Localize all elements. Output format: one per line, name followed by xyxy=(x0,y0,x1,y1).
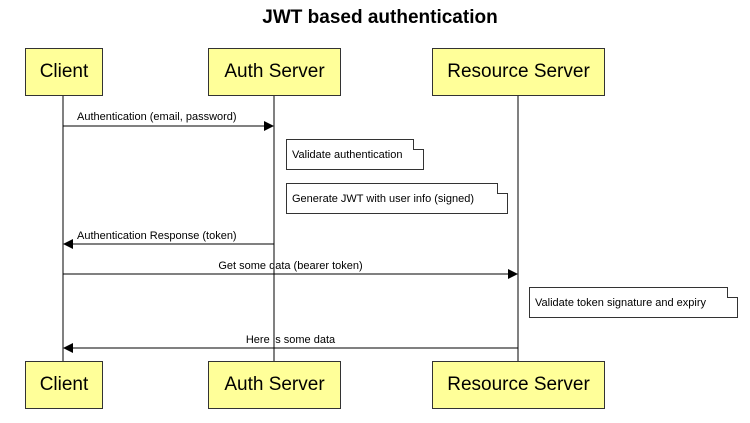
message-label-auth-response: Authentication Response (token) xyxy=(77,230,237,242)
participant-client-top: Client xyxy=(25,48,103,96)
participant-auth-server-bottom: Auth Server xyxy=(208,361,341,409)
participant-resource-server-bottom: Resource Server xyxy=(432,361,605,409)
message-label-data-response: Here is some data xyxy=(245,334,336,346)
note-validate-token: Validate token signature and expiry xyxy=(529,287,738,318)
participant-label: Auth Server xyxy=(224,61,325,82)
participant-label: Client xyxy=(39,61,89,82)
message-label-get-data: Get some data (bearer token) xyxy=(218,260,363,272)
note-text: Validate authentication xyxy=(292,148,403,161)
note-generate-jwt: Generate JWT with user info (signed) xyxy=(286,183,508,214)
note-text: Validate token signature and expiry xyxy=(535,296,707,309)
participant-label: Auth Server xyxy=(224,374,325,395)
diagram-title: JWT based authentication xyxy=(262,7,498,28)
note-fold-icon xyxy=(413,139,424,150)
note-fold-icon xyxy=(497,183,508,194)
note-text: Generate JWT with user info (signed) xyxy=(292,192,474,205)
participant-label: Resource Server xyxy=(447,61,590,82)
note-validate-authentication: Validate authentication xyxy=(286,139,424,170)
participant-label: Client xyxy=(39,374,89,395)
participant-auth-server-top: Auth Server xyxy=(208,48,341,96)
message-label-authentication: Authentication (email, password) xyxy=(77,111,237,123)
participant-client-bottom: Client xyxy=(25,361,103,409)
participant-label: Resource Server xyxy=(447,374,590,395)
note-fold-icon xyxy=(727,287,738,298)
participant-resource-server-top: Resource Server xyxy=(432,48,605,96)
